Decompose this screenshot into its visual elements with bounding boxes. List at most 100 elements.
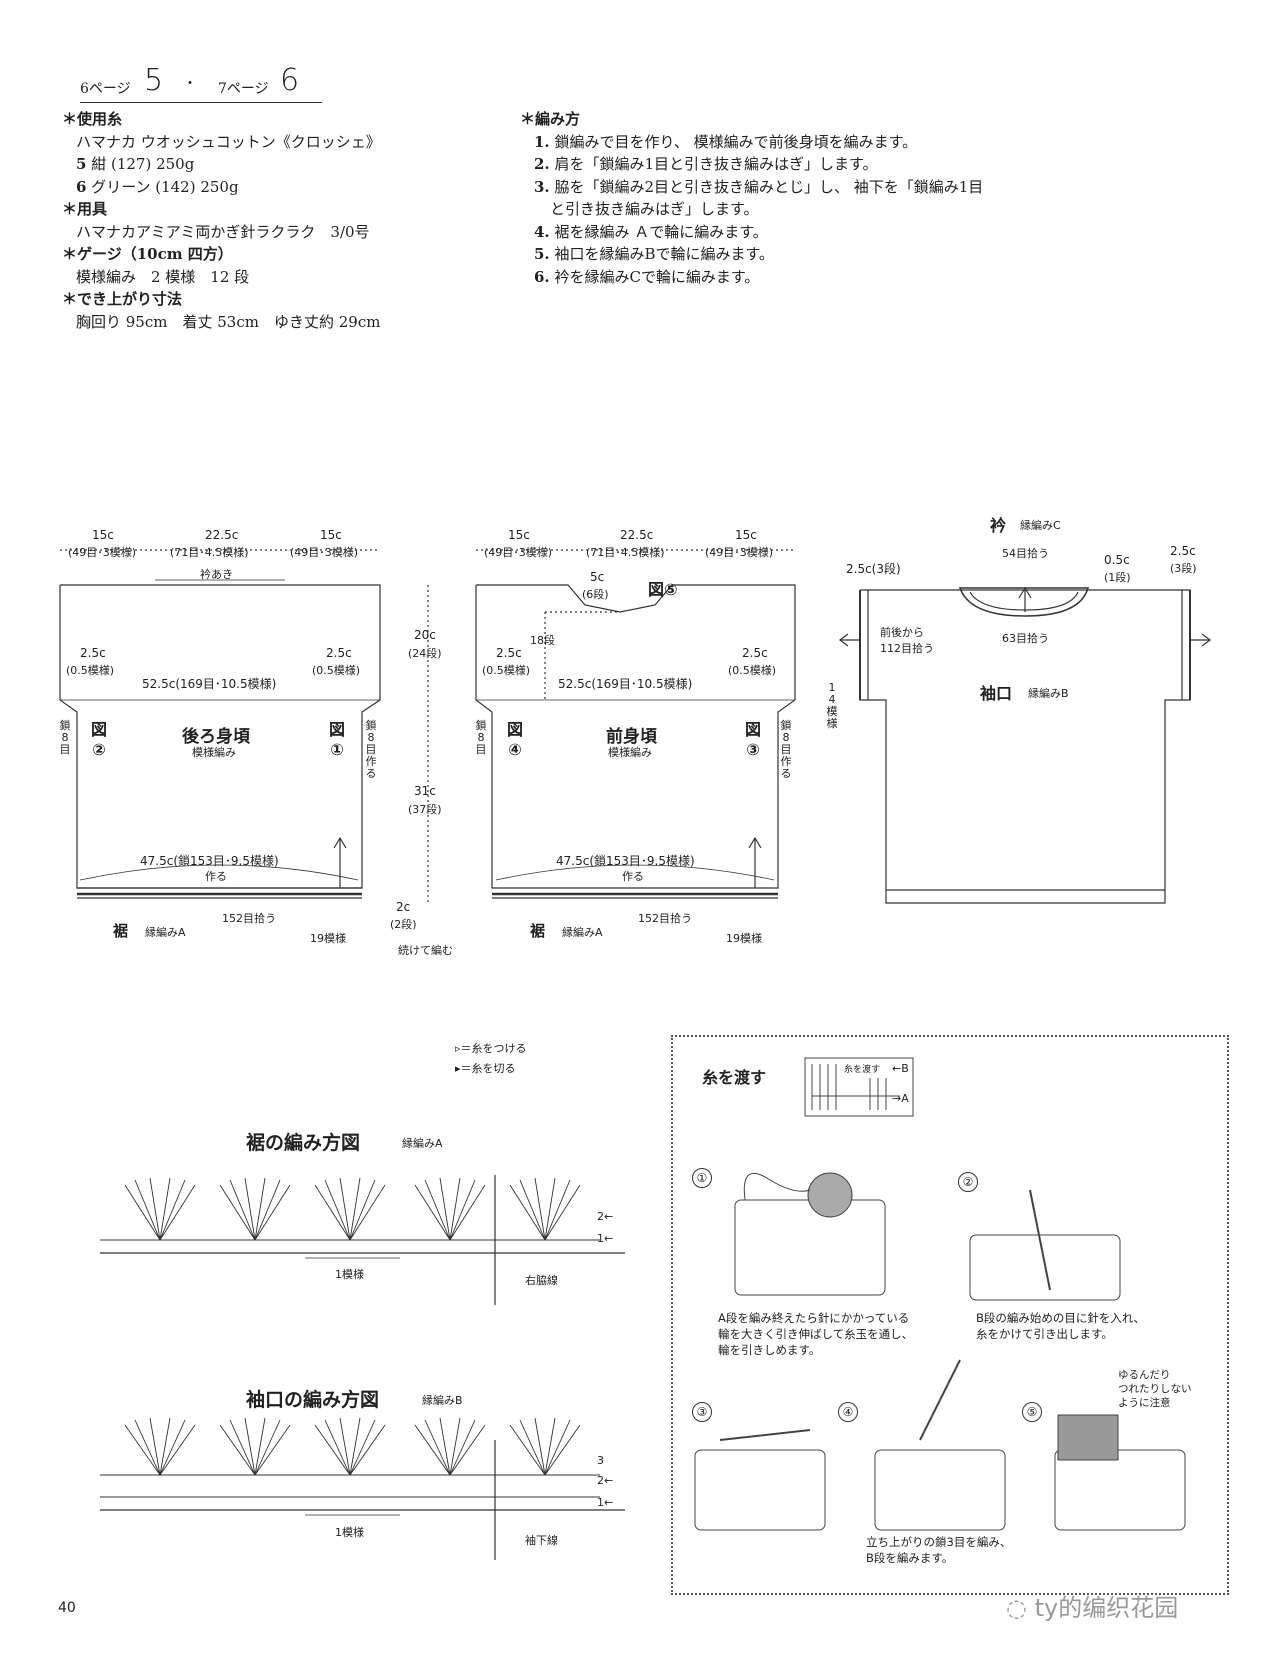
front-width: 52.5c(169目･10.5模様) xyxy=(558,677,693,691)
size-heading: ＊でき上がり寸法 xyxy=(62,290,183,308)
method-step: 3. 脇を「鎖編み2目と引き抜き編みとじ」し、 袖下を「鎖編み1目 xyxy=(520,176,1080,199)
back-side-left: 鎖8目 xyxy=(59,719,71,756)
front-title: 前身頃 xyxy=(606,727,657,747)
fig-label: 図 xyxy=(90,720,107,739)
caption-line: 輪を大きく引き伸ばして糸玉を通し、 xyxy=(718,1327,914,1341)
step-5-number: ⑤ xyxy=(1022,1402,1042,1422)
collar-width: 0.5c xyxy=(1104,553,1130,567)
header-separator: ・ xyxy=(183,76,197,92)
yarn-5-number: 5 xyxy=(76,155,87,173)
front-left-shoulder: 2.5c xyxy=(496,646,522,660)
front-side-left: 鎖8目 xyxy=(475,719,487,756)
tip-title: 糸を渡す xyxy=(702,1068,767,1087)
chart-a-title: 裾の編み方図 xyxy=(246,1132,361,1154)
front-bottom-sub: 作る xyxy=(622,870,644,883)
collar-pick-54: 54目拾う xyxy=(1002,547,1049,560)
fig-number: ④ xyxy=(508,740,522,759)
height-upper: 20c xyxy=(414,628,436,642)
chart-b-row-1: 1← xyxy=(597,1496,614,1509)
yarn-name: ハマナカ ウオッシュコットン《クロッシェ》 xyxy=(76,132,381,151)
chart-a-side: 右脇線 xyxy=(525,1274,558,1287)
front-18-rows: 18段 xyxy=(530,634,555,647)
legend-attach: ▹＝糸をつける xyxy=(455,1040,527,1056)
front-hem-sub: 縁編みA xyxy=(562,926,603,939)
step-1-caption: A段を編み終えたら針にかかっている 輪を大きく引き伸ばして糸玉を通し、 輪を引き… xyxy=(718,1310,913,1358)
cuff-left-width: 2.5c(3段) xyxy=(846,562,901,576)
caption-line: つれたりしない xyxy=(1118,1383,1192,1395)
pattern-number-a: 5 xyxy=(144,63,164,98)
back-subtitle: 模様編み xyxy=(192,746,236,759)
fig-number: ② xyxy=(92,740,106,759)
step-number: 6. xyxy=(534,267,550,286)
gauge-text: 模様編み 2 模様 12 段 xyxy=(76,267,250,286)
back-dim-2: 22.5c xyxy=(205,528,239,542)
fig-label: 図 xyxy=(328,720,345,739)
cuff-rows: 14模様 xyxy=(826,681,838,730)
fig-label: 図 xyxy=(744,720,761,739)
caption-line: ように注意 xyxy=(1118,1397,1171,1409)
page-number: 40 xyxy=(58,1600,76,1616)
method-step: 6. 衿を縁編みCで輪に編みます。 xyxy=(520,266,1080,289)
back-dim-1-sub: (49目･3模様) xyxy=(68,546,137,559)
step-text: 脇を「鎖編み2目と引き抜き編みとじ」し、 袖下を「鎖編み1目 xyxy=(554,177,984,196)
front-pickup: 152目拾う xyxy=(638,912,692,925)
front-dim-2-sub: (71目･4.5模様) xyxy=(586,546,665,559)
step-4-caption: 立ち上がりの鎖3目を編み、 B段を編みます。 xyxy=(866,1534,1011,1566)
front-hem-title: 裾 xyxy=(530,922,546,940)
chart-a-row-1: 1← xyxy=(597,1232,614,1245)
back-title: 後ろ身頃 xyxy=(182,727,250,747)
back-bottom-sub: 作る xyxy=(205,870,227,883)
tools-text: ハマナカアミアミ両かぎ針ラクラク 3/0号 xyxy=(76,222,370,241)
gauge-heading: ＊ゲージ（10cm 四方） xyxy=(62,245,233,263)
step-text: 肩を「鎖編み1目と引き抜き編みはぎ」します。 xyxy=(554,155,878,173)
back-neck-opening: 衿あき xyxy=(200,568,233,581)
step-5-note: ゆるんだり つれたりしない ように注意 xyxy=(1118,1368,1192,1410)
chart-b-sub: 縁編みB xyxy=(422,1394,463,1407)
back-right-shoulder: 2.5c xyxy=(326,646,352,660)
back-hem-title: 裾 xyxy=(113,922,129,940)
back-side-right: 鎖8目作る xyxy=(365,719,377,780)
materials-section: ＊使用糸 ハマナカ ウオッシュコットン《クロッシェ》 5 紺 (127) 250… xyxy=(62,108,502,333)
pattern-number-b: 6 xyxy=(280,63,300,98)
legend-cut-text: ＝糸を切る xyxy=(460,1062,516,1075)
front-neck-depth: 5c xyxy=(590,570,605,584)
front-left-shoulder-sub: (0.5模様) xyxy=(482,664,531,677)
page-ref-a: 6ページ xyxy=(80,81,131,97)
step-number: 1. xyxy=(534,132,550,151)
yarn-6-number: 6 xyxy=(76,177,87,196)
caption-line: B段の編み始めの目に針を入れ、 xyxy=(976,1311,1146,1325)
front-dim-2: 22.5c xyxy=(620,528,654,542)
legend-cut: ▸＝糸を切る xyxy=(455,1060,516,1076)
fig-label: 図 xyxy=(506,720,523,739)
step-1-number: ① xyxy=(692,1168,712,1188)
back-rows: 19模様 xyxy=(310,932,346,945)
back-left-shoulder: 2.5c xyxy=(80,646,106,660)
front-neck-depth-sub: (6段) xyxy=(582,588,609,601)
back-left-shoulder-sub: (0.5模様) xyxy=(66,664,115,677)
back-right-shoulder-sub: (0.5模様) xyxy=(312,664,361,677)
collar-width-sub: (1段) xyxy=(1104,571,1131,584)
page-ref-b: 7ページ xyxy=(218,81,269,97)
yarn-5-text: 紺 (127) 250g xyxy=(91,155,195,173)
step-3-number: ③ xyxy=(692,1402,712,1422)
step-number: 5. xyxy=(534,245,550,263)
watermark: ◌ ty的编织花园 xyxy=(1006,1588,1178,1623)
back-hem-sub: 縁編みA xyxy=(145,926,186,939)
size-text: 胸回り 95cm 着丈 53cm ゆき丈約 29cm xyxy=(76,312,381,331)
mini-chart-label: 糸を渡す xyxy=(844,1065,881,1075)
chart-b-fans xyxy=(100,1417,600,1498)
collar-sub: 縁編みC xyxy=(1020,519,1061,532)
mini-chart-b: ←B xyxy=(892,1062,909,1075)
method-step: 5. 袖口を縁編みBで輪に編みます。 xyxy=(520,243,1080,266)
step-number: 4. xyxy=(534,222,550,241)
chart-b-row-3: 3 xyxy=(597,1454,604,1467)
caption-line: B段を編みます。 xyxy=(866,1551,954,1565)
step-text: 裾を縁編み Ａで輪に編みます。 xyxy=(554,222,768,241)
tip-illustrations xyxy=(694,1057,1186,1531)
front-bottom-width: 47.5c(鎖153目･9.5模様) xyxy=(556,854,695,868)
caption-line: 輪を引きしめます。 xyxy=(718,1343,821,1357)
